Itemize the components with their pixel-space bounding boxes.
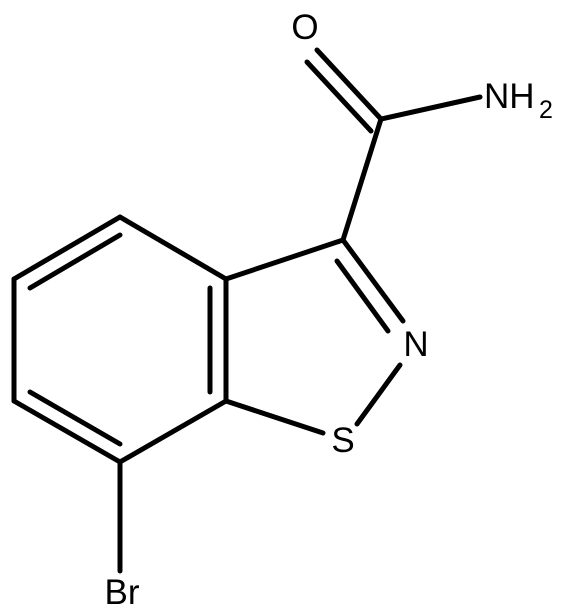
bond-c4-c5 bbox=[11, 214, 123, 282]
bond-carbonyl-c-n bbox=[378, 94, 483, 122]
bond-carbonyl-c-o bbox=[314, 47, 384, 122]
bond-inner-c6-c7 bbox=[27, 389, 123, 447]
atom-sulfur: S bbox=[331, 421, 354, 460]
atom-ring-nitrogen: N bbox=[403, 325, 428, 364]
bond-s-c7a bbox=[223, 398, 326, 436]
atom-bromine: Br bbox=[105, 573, 140, 612]
bond-c3-n-double bbox=[334, 258, 391, 334]
bond-n-s bbox=[354, 362, 403, 427]
bond-c3a-c3 bbox=[223, 237, 346, 282]
atom-oxygen: O bbox=[291, 8, 318, 47]
bond-inner-c4-c5 bbox=[27, 232, 123, 291]
bond-c7-c7a bbox=[117, 398, 229, 465]
atom-amide-hydrogen-count: 2 bbox=[539, 96, 553, 124]
atom-amide-nitrogen: NH bbox=[484, 77, 535, 116]
bond-c3-carbonyl-c bbox=[340, 116, 384, 243]
bond-carbonyl-c-o-double bbox=[304, 59, 374, 134]
bond-c3-n bbox=[340, 237, 406, 324]
bond-c6-c7 bbox=[11, 398, 123, 465]
bond-c3a-c4 bbox=[117, 214, 229, 282]
